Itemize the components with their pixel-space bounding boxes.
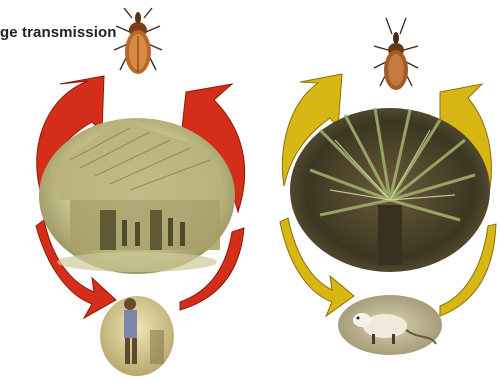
child-photo bbox=[100, 296, 174, 376]
thatched-house-photo bbox=[39, 118, 235, 274]
right-triatomine-bug-icon bbox=[374, 18, 418, 90]
left-triatomine-bug-icon bbox=[114, 8, 162, 74]
opossum-photo bbox=[338, 295, 442, 355]
palm-tree-photo bbox=[290, 108, 490, 272]
transmission-caption: ge transmission bbox=[0, 24, 117, 41]
